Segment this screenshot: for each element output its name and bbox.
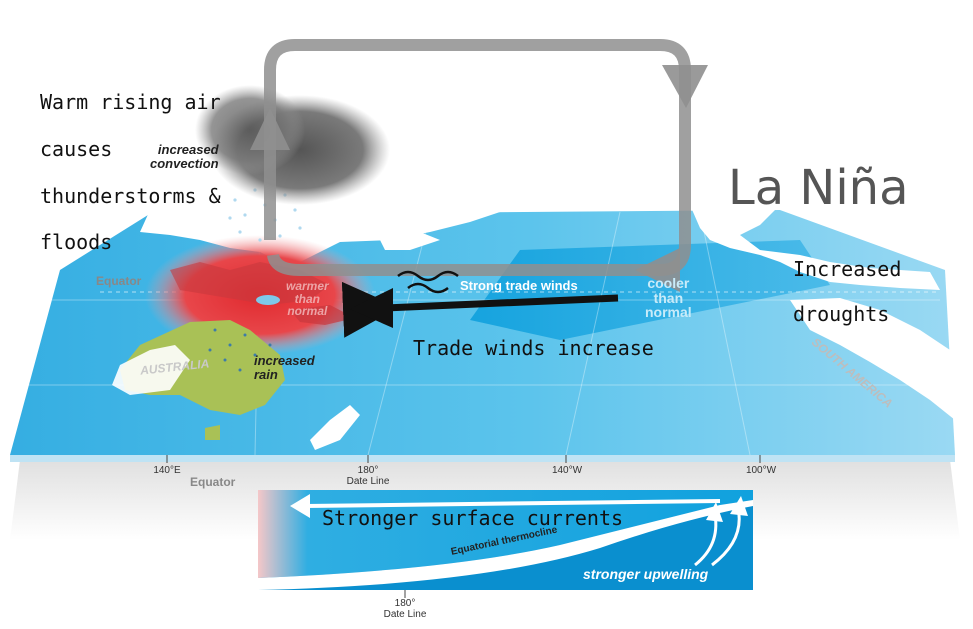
rain-drops-australia — [208, 328, 272, 372]
upwelling-label: stronger upwelling — [583, 566, 709, 582]
australia-land — [120, 320, 285, 415]
strong-trade-winds-label: Strong trade winds — [460, 278, 578, 293]
section-longitude-180: 180° Date Line — [383, 598, 427, 620]
thermocline-dark — [258, 500, 753, 590]
convection-label: increased convection — [150, 142, 219, 171]
trade-winds-arrowhead — [350, 288, 393, 328]
circulation-arrow-up — [250, 108, 290, 150]
surface-current-arrow — [304, 499, 721, 508]
north-america-land — [690, 205, 940, 290]
droughts-note-line1: Increased — [793, 257, 902, 281]
circulation-arrow-left — [635, 248, 680, 292]
warm-air-note-line2: causes — [40, 137, 113, 161]
diagram-title: La Niña — [728, 160, 909, 216]
japan-land — [380, 232, 440, 250]
new-guinea — [290, 305, 355, 325]
droughts-note-line2: droughts — [793, 302, 890, 326]
longitude-ticks — [166, 455, 761, 598]
trade-winds-note: Trade winds increase — [413, 336, 654, 360]
warm-air-note-line1: Warm rising air — [40, 90, 221, 114]
australia-west — [112, 345, 190, 395]
warmer-than-normal-label: warmer than normal — [286, 279, 329, 319]
map-edge — [10, 455, 955, 462]
longitude-100w: 100°W — [745, 465, 777, 476]
trade-winds-arrow — [341, 281, 619, 338]
equator-label-map: Equator — [96, 274, 142, 288]
tasmania — [205, 425, 220, 440]
longitude-140w: 140°W — [551, 465, 583, 476]
equator-label-section: Equator — [190, 475, 236, 489]
warm-air-note-line3: thunderstorms & — [40, 184, 221, 208]
island-blue — [256, 295, 280, 305]
surface-currents-note: Stronger surface currents — [322, 506, 624, 530]
cooler-than-normal-label: cooler than normal — [645, 275, 692, 321]
circulation-arrow-down — [662, 65, 708, 108]
increased-rain-label: increased rain — [254, 353, 315, 383]
longitude-180: 180° Date Line — [346, 465, 390, 487]
longitude-140e: 140°E — [153, 465, 181, 476]
new-zealand — [310, 405, 360, 450]
ocean-surface — [10, 210, 955, 455]
south-america-land — [790, 298, 955, 420]
wind-swirls — [397, 270, 459, 294]
thermocline-band — [258, 500, 753, 590]
warm-air-note-line4: floods — [40, 230, 113, 254]
